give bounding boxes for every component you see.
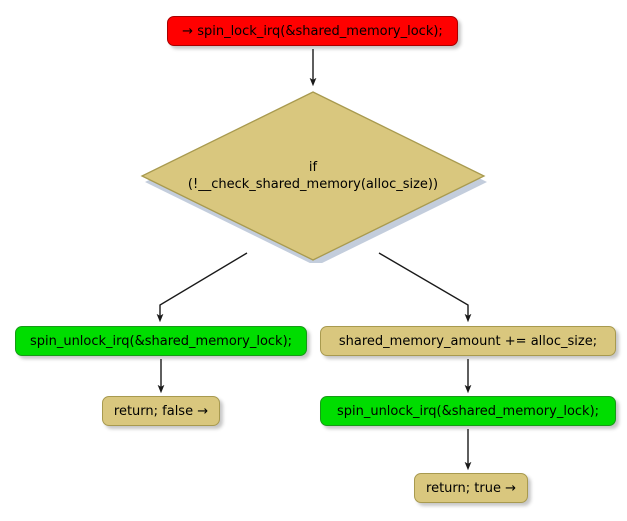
diamond-label-line2: (!__check_shared_memory(alloc_size)) (187, 176, 439, 192)
node-label: shared_memory_amount += alloc_size; (338, 333, 598, 349)
node-spin-unlock-irq-false[interactable]: spin_unlock_irq(&shared_memory_lock); (15, 326, 307, 356)
node-shared-memory-amount-add[interactable]: shared_memory_amount += alloc_size; (320, 326, 616, 356)
node-label: spin_unlock_irq(&shared_memory_lock); (29, 333, 293, 349)
node-if-check-shared-memory[interactable]: if (!__check_shared_memory(alloc_size)) (139, 89, 487, 263)
node-label: spin_unlock_irq(&shared_memory_lock); (336, 403, 600, 419)
diamond-shape (140, 91, 487, 263)
node-label: return; false → (113, 403, 209, 419)
node-return-true[interactable]: return; true → (414, 473, 528, 503)
node-label: → spin_lock_irq(&shared_memory_lock); (182, 23, 443, 39)
node-label: return; true → (426, 480, 516, 496)
diamond-label-group: if (!__check_shared_memory(alloc_size)) (139, 89, 487, 263)
diamond-label-line1: if (308, 159, 318, 175)
node-spin-unlock-irq-true[interactable]: spin_unlock_irq(&shared_memory_lock); (320, 396, 616, 426)
node-return-false[interactable]: return; false → (102, 396, 220, 426)
node-spin-lock-irq[interactable]: → spin_lock_irq(&shared_memory_lock); (167, 16, 458, 46)
